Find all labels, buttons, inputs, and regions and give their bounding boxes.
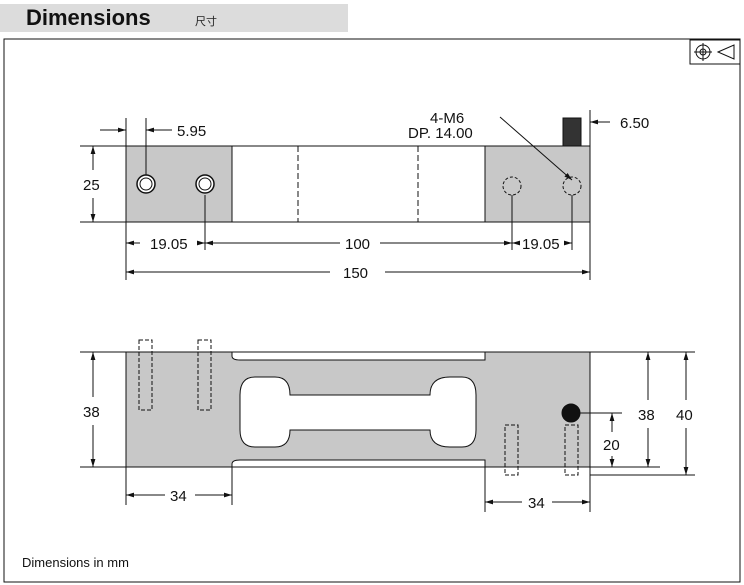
dim-left-pitch: 19.05: [150, 236, 188, 253]
dim-left-width: 34: [170, 488, 187, 505]
page-subtitle: 尺寸: [195, 16, 217, 28]
dim-left-height: 38: [83, 404, 100, 421]
third-angle-projection-icon: [689, 39, 741, 65]
dim-length: 150: [343, 265, 368, 282]
dim-center: 100: [345, 236, 370, 253]
dim-right-height: 38: [638, 407, 655, 424]
dim-hole-offset: 5.95: [177, 123, 206, 140]
dim-total-height: 40: [676, 407, 693, 424]
header-bar: Dimensions 尺寸: [0, 4, 348, 32]
dim-right-width: 34: [528, 495, 545, 512]
drawing-frame: [3, 38, 741, 583]
top-view: [80, 110, 610, 280]
depth-label: DP. 14.00: [408, 125, 473, 142]
dim-right-pitch: 19.05: [522, 236, 560, 253]
page-title: Dimensions: [26, 5, 151, 30]
thread-label: 4-M6: [430, 110, 464, 127]
units-note: Dimensions in mm: [22, 555, 129, 570]
side-view: [80, 339, 695, 512]
dim-dot-height: 20: [603, 437, 620, 454]
dim-cable-offset: 6.50: [620, 115, 649, 132]
dim-height-top: 25: [83, 177, 100, 194]
cable: [562, 117, 582, 147]
